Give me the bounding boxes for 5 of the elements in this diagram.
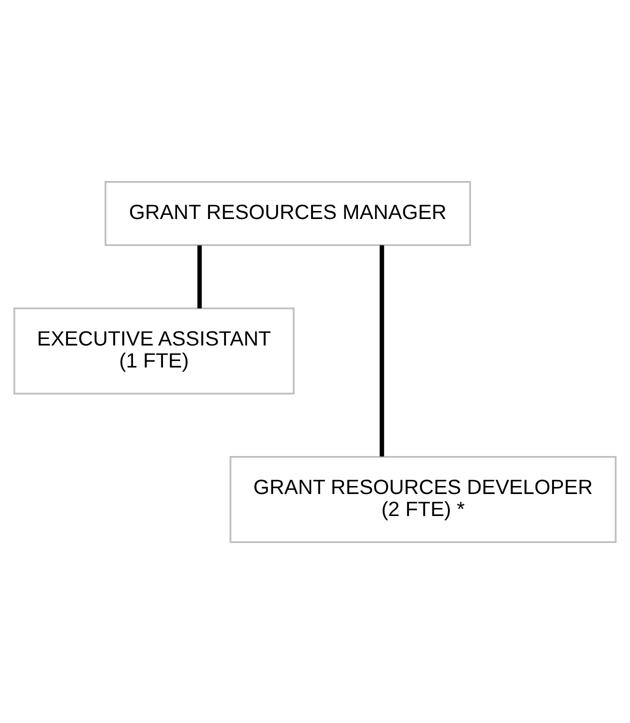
- node-box: EXECUTIVE ASSISTANT (1 FTE): [13, 306, 295, 394]
- connector: [197, 244, 202, 308]
- node-box: GRANT RESOURCES MANAGER: [104, 180, 471, 246]
- node-box: GRANT RESOURCES DEVELOPER (2 FTE) *: [230, 455, 617, 542]
- connector: [380, 244, 384, 456]
